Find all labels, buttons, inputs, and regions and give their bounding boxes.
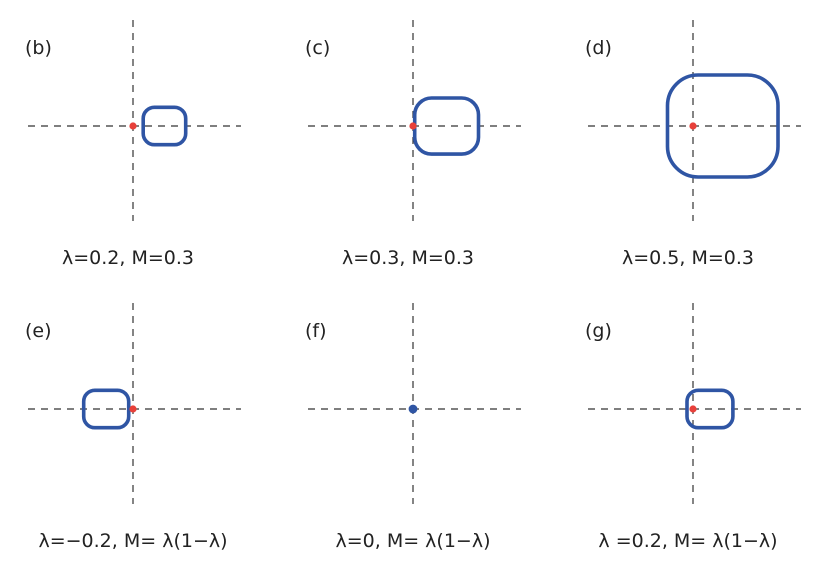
orbit-curve: [685, 388, 735, 430]
panel-label: (e): [25, 320, 52, 342]
panel-g: (g) λ =0.2, M= λ(1−λ): [585, 303, 801, 552]
panel-label: (g): [585, 320, 612, 342]
panel-label: (f): [305, 320, 327, 342]
panel-f: (f) λ=0, M= λ(1−λ): [305, 303, 521, 552]
orbit-curve: [141, 105, 188, 147]
panels: (b) λ=0.2, M=0.3 (c) λ=0.3, M=0.3 (d) λ=0.5, …: [25, 20, 801, 552]
panel-c: (c) λ=0.3, M=0.3: [305, 20, 521, 269]
panel-caption: λ=0.3, M=0.3: [342, 247, 474, 269]
origin-point: [689, 405, 697, 413]
origin-point: [409, 122, 417, 130]
panel-caption: λ=−0.2, M= λ(1−λ): [38, 530, 227, 552]
origin-point: [129, 122, 137, 130]
panel-d: (d) λ=0.5, M=0.3: [585, 20, 801, 269]
origin-point: [129, 405, 137, 413]
panel-caption: λ=0, M= λ(1−λ): [335, 530, 490, 552]
panel-label: (d): [585, 37, 612, 59]
panel-caption: λ =0.2, M= λ(1−λ): [598, 530, 777, 552]
panel-label: (c): [305, 37, 330, 59]
panel-caption: λ=0.2, M=0.3: [62, 247, 194, 269]
origin-point: [408, 404, 418, 414]
origin-point: [689, 122, 697, 130]
panel-e: (e) λ=−0.2, M= λ(1−λ): [25, 303, 241, 552]
panel-caption: λ=0.5, M=0.3: [622, 247, 754, 269]
orbit-curve: [665, 73, 780, 179]
panel-b: (b) λ=0.2, M=0.3: [25, 20, 241, 269]
orbit-curve: [81, 388, 131, 430]
panel-label: (b): [25, 37, 52, 59]
